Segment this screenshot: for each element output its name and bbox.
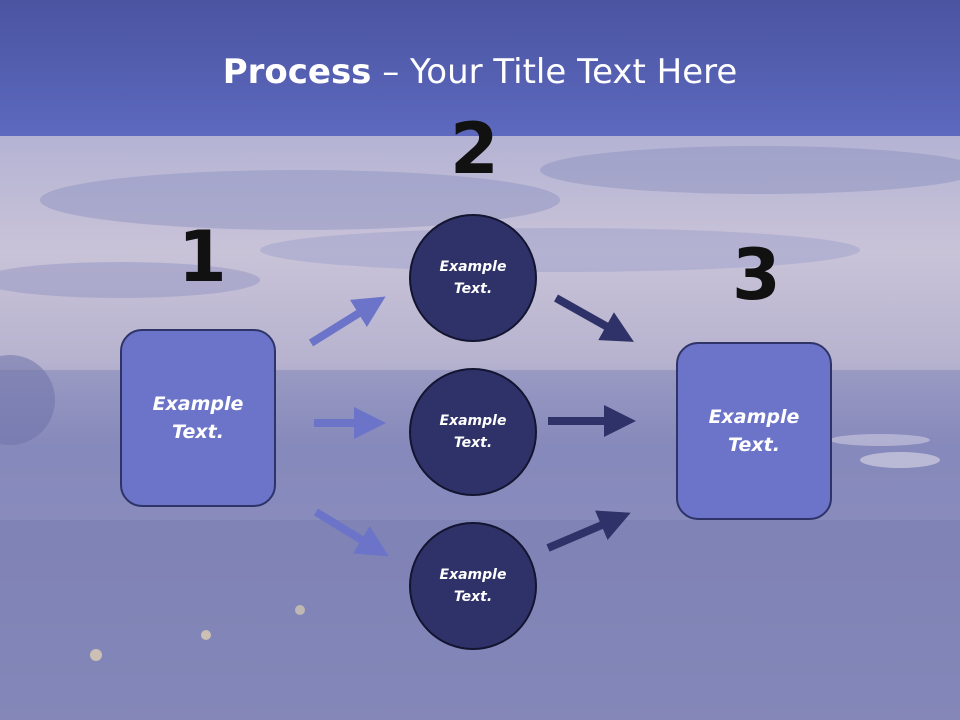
page-title: Process – Your Title Text Here	[0, 52, 960, 92]
title-bar	[0, 0, 960, 136]
left-box-text: Example Text.	[152, 392, 244, 444]
step-number-1: 1	[178, 216, 227, 298]
step-number-3: 3	[732, 234, 781, 316]
left-box: Example Text.	[120, 329, 276, 507]
circle-mid-text: Example Text.	[439, 412, 507, 451]
title-bold: Process	[222, 52, 372, 92]
circle-top: Example Text.	[409, 214, 537, 342]
arrow-to-bottom	[313, 508, 389, 557]
circle-bottom-text: Example Text.	[439, 566, 507, 605]
title-rest: – Your Title Text Here	[371, 52, 738, 92]
circle-top-text: Example Text.	[439, 258, 507, 297]
step-number-2: 2	[450, 108, 499, 190]
arrow-from-bottom	[546, 510, 631, 552]
circle-bottom: Example Text.	[409, 522, 537, 650]
arrow-from-top	[554, 294, 634, 342]
arrow-to-top	[308, 296, 386, 347]
circle-mid: Example Text.	[409, 368, 537, 496]
right-box: Example Text.	[676, 342, 832, 520]
right-box-text: Example Text.	[708, 405, 800, 457]
